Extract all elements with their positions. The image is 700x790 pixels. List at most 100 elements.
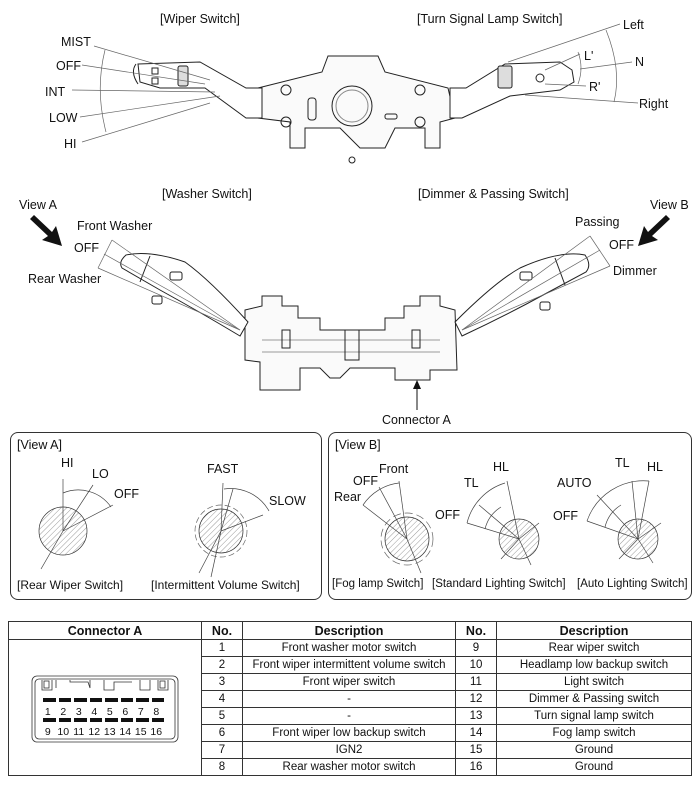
pin-no-left: 1	[201, 639, 243, 657]
switch-assembly-drawing	[30, 23, 670, 410]
pin-label: 7	[137, 705, 144, 718]
wiper-position-int: INT	[45, 85, 66, 99]
pin-no-right: 14	[455, 724, 497, 742]
washer-stalk	[120, 253, 249, 337]
view-a-panel: [View A] HI LO OFF FAST SLOW [Rear Wiper…	[10, 432, 322, 600]
dimmer-switch-title: [Dimmer & Passing Switch]	[418, 187, 569, 201]
pin-label: 5	[106, 705, 113, 718]
wiper-position-mist: MIST	[61, 35, 91, 49]
intermittent-caption: [Intermittent Volume Switch]	[151, 578, 300, 592]
pin-label: 8	[153, 705, 160, 718]
pin-no-right: 11	[455, 673, 497, 691]
pin-no-left: 7	[201, 741, 243, 759]
turn-signal-position-lines	[507, 23, 639, 104]
rear-wiper-position-hi: HI	[61, 456, 74, 470]
pin-desc-left: Front wiper low backup switch	[242, 724, 456, 742]
pin-no-right: 9	[455, 639, 497, 657]
rear-wiper-position-off: OFF	[114, 487, 139, 501]
pin-no-left: 8	[201, 758, 243, 776]
pin-no-left: 3	[201, 673, 243, 691]
pin-label: 12	[88, 725, 101, 738]
turn-position-r-prime: R'	[589, 80, 601, 94]
connector-diagram-cell: 1 2 3 4 5 6 7 8 9 10	[8, 639, 202, 776]
pin-desc-left: IGN2	[242, 741, 456, 759]
pin-desc-right: Light switch	[496, 673, 692, 691]
pin-label: 6	[122, 705, 129, 718]
top-view-body	[257, 55, 456, 164]
header-no-right: No.	[455, 621, 497, 640]
table-row: 2 Front wiper intermittent volume switch…	[9, 656, 692, 674]
pin-numbers-top: 1 2 3 4 5 6 7 8	[40, 704, 164, 720]
pin-label: 9	[44, 725, 51, 738]
pin-desc-left: -	[242, 690, 456, 708]
washer-position-lines	[97, 239, 241, 331]
pin-label: 3	[75, 705, 82, 718]
connector-a-label: Connector A	[382, 413, 451, 427]
connector-pin-table: Connector A No. Description No. Descript…	[8, 621, 692, 776]
dimmer-position-off: OFF	[609, 238, 634, 252]
turn-position-left: Left	[623, 18, 644, 32]
pin-label: 11	[73, 725, 85, 738]
wiper-position-hi: HI	[64, 137, 77, 151]
standard-position-off: OFF	[435, 508, 460, 522]
pin-label: 14	[119, 725, 132, 738]
wiper-position-lines	[71, 45, 221, 143]
side-view-body	[244, 295, 458, 391]
pin-desc-right: Fog lamp switch	[496, 724, 692, 742]
auto-caption: [Auto Lighting Switch]	[577, 578, 688, 590]
view-b-drawing	[362, 480, 662, 574]
pin-no-right: 10	[455, 656, 497, 674]
wiper-position-off: OFF	[56, 59, 81, 73]
fog-position-off: OFF	[353, 474, 378, 488]
view-b-label: View B	[650, 198, 689, 212]
turn-position-l-prime: L'	[584, 49, 594, 63]
connector-a-diagram: 1 2 3 4 5 6 7 8 9 10	[30, 668, 180, 748]
standard-position-hl: HL	[493, 460, 509, 474]
pin-desc-left: -	[242, 707, 456, 725]
auto-position-auto: AUTO	[557, 476, 592, 490]
pin-no-right: 13	[455, 707, 497, 725]
pin-desc-right: Ground	[496, 758, 692, 776]
view-b-arrow-icon	[638, 215, 670, 246]
pin-desc-right: Rear wiper switch	[496, 639, 692, 657]
view-b-title: [View B]	[335, 438, 381, 452]
table-row: 6 Front wiper low backup switch 14 Fog l…	[9, 724, 692, 742]
pin-no-left: 4	[201, 690, 243, 708]
pin-desc-right: Headlamp low backup switch	[496, 656, 692, 674]
pin-desc-right: Ground	[496, 741, 692, 759]
dimmer-position-passing: Passing	[575, 215, 620, 229]
pin-desc-left: Front washer motor switch	[242, 639, 456, 657]
pin-no-right: 15	[455, 741, 497, 759]
pin-label: 13	[103, 725, 116, 738]
pin-numbers-bottom: 9 10 11 12 13 14 15 16	[40, 724, 164, 740]
intermittent-position-slow: SLOW	[269, 494, 306, 508]
pin-desc-left: Front wiper intermittent volume switch	[242, 656, 456, 674]
washer-position-front: Front Washer	[77, 219, 153, 233]
view-a-arrow-icon	[30, 215, 62, 246]
wiper-stalk	[132, 61, 263, 119]
pin-desc-right: Turn signal lamp switch	[496, 707, 692, 725]
view-b-panel: [View B] Front OFF Rear HL TL OFF TL HL …	[328, 432, 692, 600]
fog-position-front: Front	[379, 462, 409, 476]
pin-no-left: 5	[201, 707, 243, 725]
washer-position-rear: Rear Washer	[28, 272, 102, 286]
wiper-switch-title: [Wiper Switch]	[160, 12, 240, 26]
rear-wiper-caption: [Rear Wiper Switch]	[17, 578, 124, 592]
pin-no-left: 2	[201, 656, 243, 674]
dimmer-position-lines	[461, 235, 611, 331]
table-row: 8 Rear washer motor switch 16 Ground	[9, 758, 692, 776]
turn-position-right: Right	[639, 97, 669, 111]
turn-position-n: N	[635, 55, 645, 69]
fog-position-rear: Rear	[334, 490, 362, 504]
auto-position-off: OFF	[553, 509, 578, 523]
table-row: 1 2 3 4 5 6 7 8 9 10	[8, 639, 692, 776]
standard-caption: [Standard Lighting Switch]	[432, 578, 566, 590]
table-row: 5 - 13 Turn signal lamp switch	[9, 707, 692, 725]
intermittent-position-fast: FAST	[207, 462, 239, 476]
pin-label: 2	[60, 705, 67, 718]
pin-label: 15	[134, 725, 147, 738]
header-connector: Connector A	[8, 621, 202, 640]
dimmer-position-dimmer: Dimmer	[613, 264, 657, 278]
view-a-drawing	[38, 479, 270, 578]
rear-wiper-position-lo: LO	[92, 467, 109, 481]
